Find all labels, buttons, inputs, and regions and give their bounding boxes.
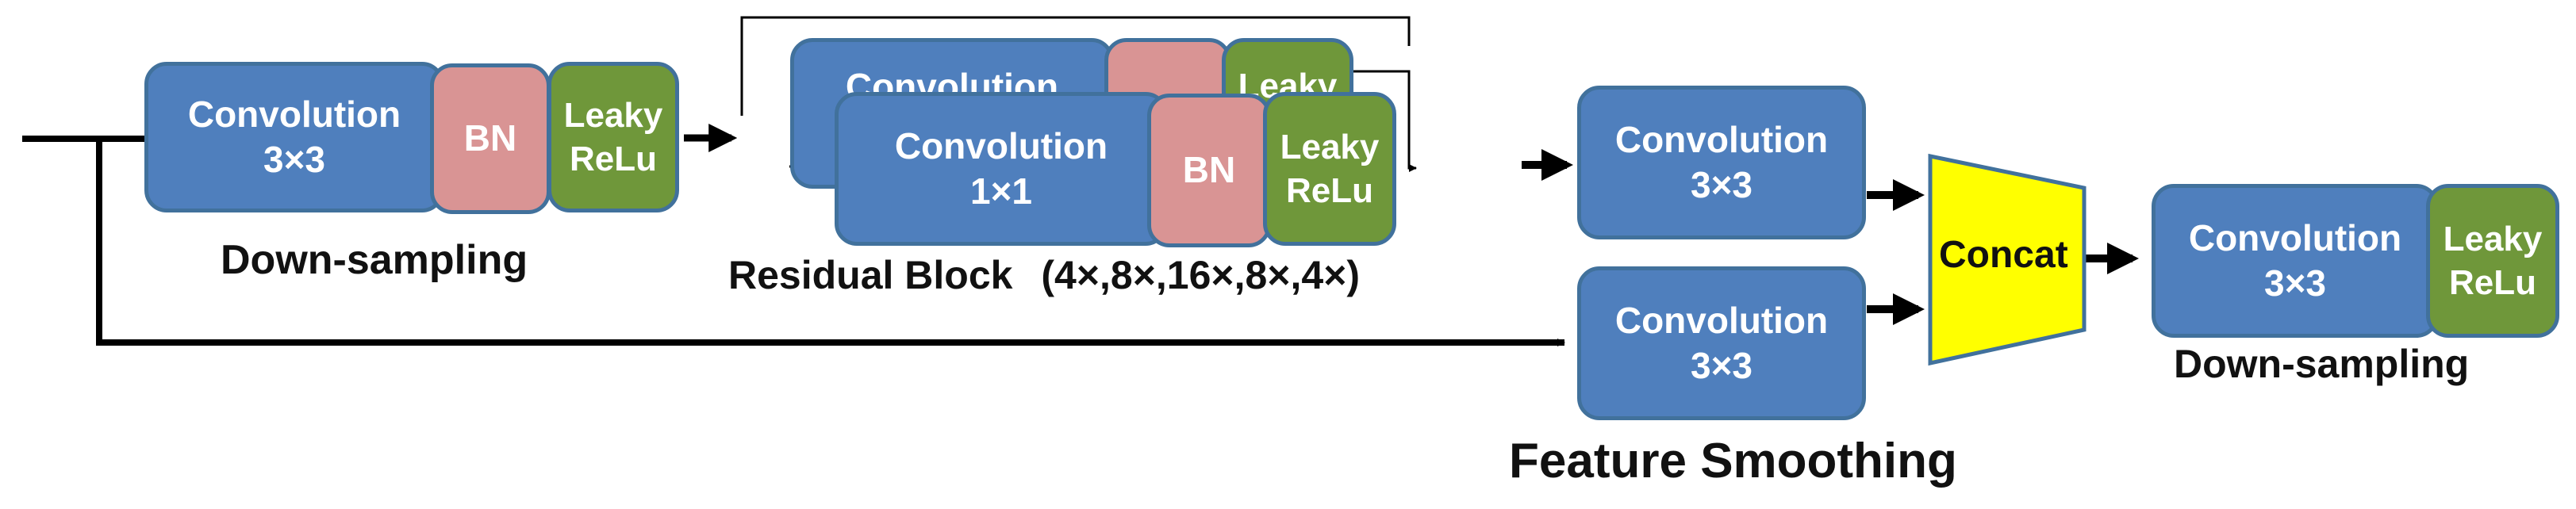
ds2-relu-block: Leaky ReLu bbox=[2426, 184, 2559, 338]
smooth-conv-top-block: Convolution 3×3 bbox=[1577, 86, 1866, 239]
res-caption-title: Residual Block bbox=[728, 253, 1013, 297]
res-relu-line1: Leaky bbox=[1280, 128, 1380, 166]
res-caption: Residual Block (4×,8×,16×,8×,4×) bbox=[728, 252, 1360, 298]
res-conv-block: Convolution 1×1 bbox=[835, 92, 1168, 246]
ds1-conv-kernel: 3×3 bbox=[263, 139, 326, 180]
ds1-relu-line2: ReLu bbox=[570, 140, 657, 178]
smooth-conv-bottom-title: Convolution bbox=[1614, 299, 1829, 341]
ds1-conv-title: Convolution bbox=[187, 93, 401, 135]
concat-label: Concat bbox=[1939, 234, 2068, 276]
res-bn-block: BN bbox=[1147, 94, 1271, 247]
ds1-bn-label: BN bbox=[463, 117, 517, 159]
ds1-relu-line1: Leaky bbox=[563, 96, 663, 135]
ds2-relu-line1: Leaky bbox=[2443, 220, 2543, 258]
smooth-conv-bottom-block: Convolution 3×3 bbox=[1577, 266, 1866, 420]
ds1-bn-block: BN bbox=[430, 63, 551, 214]
ds1-caption: Down-sampling bbox=[221, 237, 528, 283]
ds1-relu-block: Leaky ReLu bbox=[547, 62, 679, 212]
smooth-caption: Feature Smoothing bbox=[1509, 434, 1957, 488]
residual-loop-back bbox=[740, 16, 1411, 116]
smooth-conv-top-title: Convolution bbox=[1614, 118, 1829, 160]
res-relu-line2: ReLu bbox=[1286, 171, 1373, 210]
concat-shape bbox=[1928, 153, 2087, 366]
res-conv-kernel: 1×1 bbox=[969, 170, 1033, 212]
ds2-caption: Down-sampling bbox=[2174, 342, 2470, 386]
ds2-conv-block: Convolution 3×3 bbox=[2152, 184, 2439, 338]
ds1-conv-block: Convolution 3×3 bbox=[144, 62, 444, 212]
skip-connection bbox=[96, 139, 1565, 346]
smooth-conv-top-kernel: 3×3 bbox=[1690, 164, 1753, 205]
res-conv-title: Convolution bbox=[894, 124, 1108, 166]
ds2-conv-kernel: 3×3 bbox=[2263, 262, 2327, 304]
ds2-relu-line2: ReLu bbox=[2449, 263, 2536, 302]
ds2-conv-title: Convolution bbox=[2188, 216, 2402, 258]
smooth-conv-bottom-kernel: 3×3 bbox=[1690, 345, 1753, 386]
res-relu-block: Leaky ReLu bbox=[1263, 92, 1396, 246]
res-bn-label: BN bbox=[1182, 149, 1236, 191]
res-caption-counts: (4×,8×,16×,8×,4×) bbox=[1041, 253, 1361, 297]
